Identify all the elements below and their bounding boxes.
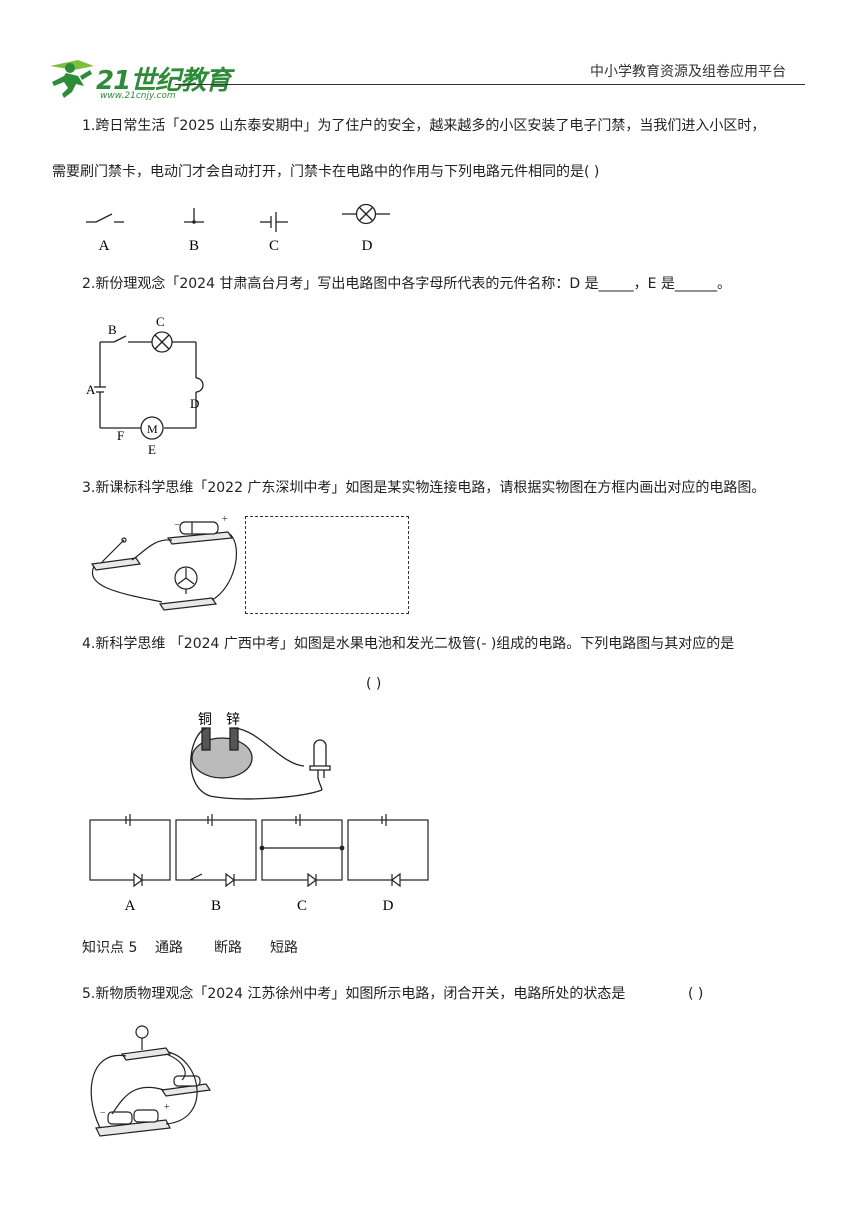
header-rule	[175, 84, 805, 85]
q4-label-cu: 铜	[198, 712, 212, 728]
q1-options-figure: A B C D	[86, 203, 390, 254]
q3-physical-circuit: − +	[90, 514, 238, 611]
lamp-symbol-icon	[342, 203, 390, 225]
q4-label-zn: 锌	[226, 712, 240, 728]
logo-url: www.21cnjy.com	[100, 91, 176, 101]
q4-circuit-options: A B C D	[89, 814, 429, 914]
q2-label-c: C	[156, 314, 165, 329]
q1-option-a: A	[99, 238, 110, 254]
knowledge-item-2: 断路	[214, 940, 242, 956]
q4-option-a: A	[125, 898, 136, 914]
q2-label-a: A	[86, 382, 96, 397]
q3-text: 3.新课标科学思维「2022 广东深圳中考」如图是某实物连接电路，请根据实物图在…	[82, 480, 766, 496]
q5-text: 5.新物质物理观念「2024 江苏徐州中考」如图所示电路，闭合开关，电路所处的状…	[82, 986, 626, 1002]
q4-text: 4.新科学思维 「2024 广西中考」如图是水果电池和发光二极管(- )组成的电…	[82, 636, 735, 652]
q5-physical-circuit: − +	[90, 1025, 212, 1137]
junction-symbol-icon	[184, 208, 204, 224]
svg-text:+: +	[164, 1102, 170, 1113]
q1-option-d: D	[362, 238, 373, 254]
q2-label-m: M	[147, 422, 158, 436]
q2-label-d: D	[190, 396, 199, 411]
q1-line1: 1.跨日常生活「2025 山东泰安期中」为了住户的安全，越来越多的小区安装了电子…	[82, 118, 766, 134]
q1-line2: 需要刷门禁卡，电动门才会自动打开，门禁卡在电路中的作用与下列电路元件相同的是( …	[52, 164, 600, 180]
q4-option-b: B	[211, 898, 221, 914]
q5-bracket: ( )	[688, 986, 704, 1002]
header: 21世纪教育 www.21cnjy.com 中小学教育资源及组卷应用平台	[0, 0, 860, 110]
svg-text:−: −	[100, 1108, 106, 1119]
q2-text: 2.新份理观念「2024 甘肃高台月考」写出电路图中各字母所代表的元件名称：D …	[82, 276, 731, 292]
knowledge-item-1: 通路	[155, 940, 183, 956]
switch-symbol-icon	[86, 213, 124, 223]
logo-runner-icon	[50, 60, 94, 98]
q2-label-f: F	[117, 428, 124, 443]
q2-circuit-diagram: B C A D F M E	[86, 314, 204, 457]
svg-text:+: +	[222, 514, 228, 525]
q4-option-c: C	[297, 898, 307, 914]
logo-text: 21世纪教育	[96, 66, 231, 96]
platform-name: 中小学教育资源及组卷应用平台	[590, 64, 786, 80]
q4-fruit-battery-figure: 铜 锌	[190, 712, 331, 800]
knowledge-item-3: 短路	[270, 940, 298, 956]
knowledge-label: 知识点 5	[82, 940, 138, 956]
q1-option-b: B	[189, 238, 199, 254]
battery-symbol-icon	[260, 212, 288, 232]
answer-box[interactable]	[245, 516, 409, 614]
q1-option-c: C	[269, 238, 279, 254]
q2-label-b: B	[108, 322, 117, 337]
q4-bracket: ( )	[366, 676, 382, 692]
q2-label-e: E	[148, 442, 156, 457]
svg-text:−: −	[174, 520, 180, 531]
q4-option-d: D	[383, 898, 394, 914]
